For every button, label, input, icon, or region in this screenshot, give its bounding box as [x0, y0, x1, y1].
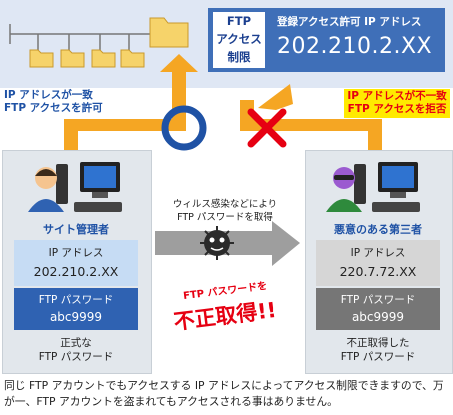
deny-label-line: IP アドレスが不一致 — [347, 90, 447, 102]
folder-tree — [9, 17, 189, 68]
attacker-pw-value: abc9999 — [351, 310, 405, 324]
footer-text: 同じ FTP アカウントでもアクセスする IP アドレスによってアクセス制限でき… — [4, 379, 444, 408]
virus-note-line: FTP パスワードを取得 — [177, 212, 273, 223]
attacker-role: 悪意のある第三者 — [334, 223, 422, 236]
site-admin-role: サイト管理者 — [43, 223, 109, 236]
attacker-pw-label: FTP パスワード — [340, 294, 416, 306]
ftp-label-line: アクセス — [216, 32, 262, 46]
admin-pw-box — [14, 288, 138, 330]
admin-computer-icon — [28, 162, 122, 212]
admin-ip-label: IP アドレス — [48, 247, 104, 259]
ftp-label-line: 制限 — [227, 50, 251, 64]
allow-label-line: FTP アクセスを許可 — [4, 102, 103, 114]
allow-label: IP アドレスが一致 FTP アクセスを許可 — [4, 89, 103, 115]
admin-pw-value: abc9999 — [49, 310, 103, 324]
admin-caption-line: FTP パスワード — [38, 351, 114, 363]
attacker-caption-line: 不正取得した — [346, 337, 410, 349]
allow-arrow — [64, 54, 198, 153]
allowed-ip-value: 202.210.2.XX — [277, 34, 433, 59]
allowed-ip-title: 登録アクセス許可 IP アドレス — [277, 16, 422, 28]
virus-note-line: ウィルス感染などにより — [172, 199, 278, 210]
attacker-ip-label: IP アドレス — [350, 247, 406, 259]
virus-note: ウィルス感染などにより FTP パスワードを取得 — [160, 198, 290, 224]
admin-ip-value: 202.210.2.XX — [33, 264, 119, 279]
admin-caption: 正式な FTP パスワード — [2, 336, 150, 364]
ftp-access-label: FTP アクセス 制限 — [213, 12, 265, 68]
allow-circle-icon — [161, 105, 207, 151]
admin-caption-line: 正式な — [60, 337, 92, 349]
deny-cross-icon — [247, 108, 287, 148]
folder-icon — [29, 17, 189, 68]
admin-pw-label: FTP パスワード — [38, 294, 114, 306]
attacker-computer-icon — [326, 162, 420, 212]
virus-icon — [200, 226, 234, 260]
attacker-ip-value: 220.7.72.XX — [339, 264, 417, 279]
attacker-caption: 不正取得した FTP パスワード — [305, 336, 451, 364]
attacker-pw-box — [316, 288, 440, 330]
attacker-caption-line: FTP パスワード — [340, 351, 416, 363]
allow-label-line: IP アドレスが一致 — [4, 89, 93, 101]
deny-label: IP アドレスが不一致 FTP アクセスを拒否 — [344, 89, 450, 118]
admin-ip-box — [14, 240, 138, 286]
attacker-ip-box — [316, 240, 440, 286]
deny-label-line: FTP アクセスを拒否 — [347, 103, 447, 115]
ftp-label-line: FTP — [226, 14, 252, 28]
